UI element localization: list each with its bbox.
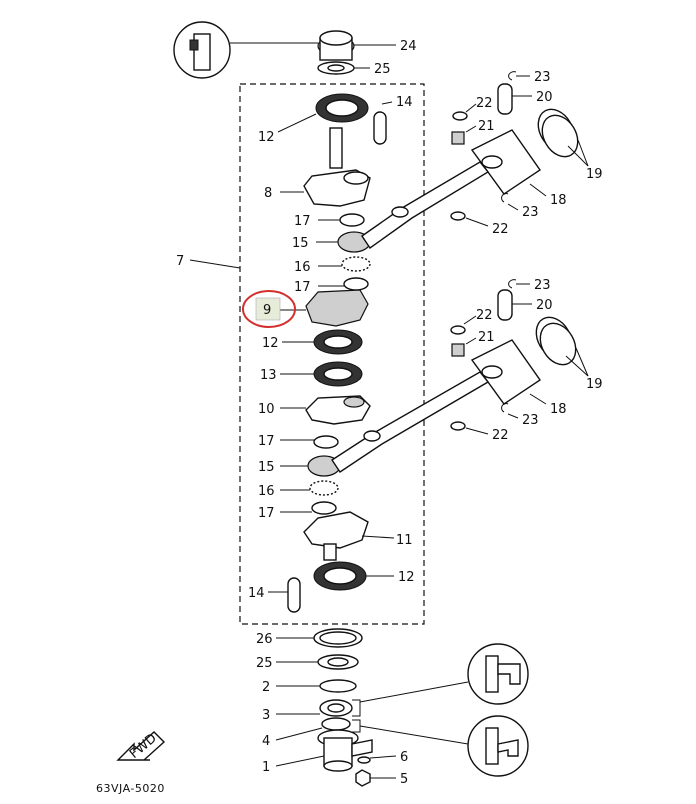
part-22-washer-upper-b (450, 211, 489, 227)
callout-18: 18 (550, 402, 567, 417)
callout-16: 16 (258, 484, 275, 499)
callout-22: 22 (492, 428, 509, 443)
callout-25: 25 (374, 62, 391, 77)
part-21-needle-small-lower (451, 337, 477, 357)
part-18-piston-lower (470, 339, 547, 405)
part-23-circlip-top-upper (508, 71, 530, 81)
part-15-conrod-big-end-upper (316, 231, 371, 253)
callout-4: 4 (262, 734, 270, 749)
callout-7: 7 (176, 254, 184, 269)
part-16-needle-bearing-upper (318, 256, 371, 272)
callout-13: 13 (260, 368, 277, 383)
part-13-bearing-race (280, 361, 363, 387)
callout-1: 1 (262, 760, 270, 775)
part-2-oring (276, 679, 357, 693)
part-20-piston-pin-upper (497, 83, 532, 115)
callout-17: 17 (294, 280, 311, 295)
callout-15: 15 (292, 236, 309, 251)
loupe-bottom-upper-icon (359, 643, 529, 705)
part-19-piston-rings-lower (535, 316, 589, 377)
part-22-washer-upper-a (452, 103, 477, 121)
callout-11: 11 (396, 533, 413, 548)
part-17-washer-d (280, 501, 337, 515)
part-17-washer-a (318, 213, 365, 227)
callout-16: 16 (294, 260, 311, 275)
part-26-gasket (276, 628, 363, 648)
callout-14: 14 (396, 95, 413, 110)
fwd-arrow-icon: FWD (116, 731, 166, 762)
callout-20: 20 (536, 298, 553, 313)
part-3-oil-seal (276, 699, 361, 717)
part-12-bearing-lower (313, 561, 394, 591)
conrod-lower (331, 371, 490, 473)
part-10-crank-web-middle (280, 395, 371, 425)
callout-23: 23 (522, 205, 539, 220)
callout-5: 5 (400, 772, 408, 787)
callout-labels: 24 25 23 14 22 20 12 21 19 18 8 23 17 22… (176, 39, 603, 787)
callout-25: 25 (256, 656, 273, 671)
callout-2: 2 (262, 680, 270, 695)
part-23-circlip-top-lower (508, 279, 530, 289)
callout-12: 12 (262, 336, 279, 351)
part-17-washer-c (280, 435, 339, 449)
callout-10: 10 (258, 402, 275, 417)
callout-21: 21 (478, 330, 495, 345)
callout-19: 19 (586, 377, 603, 392)
callout-9: 9 (263, 303, 271, 318)
callout-21: 21 (478, 119, 495, 134)
callout-8: 8 (264, 186, 272, 201)
part-14-key-lower (268, 577, 301, 613)
callout-19: 19 (586, 167, 603, 182)
part-15-conrod-big-end-lower (280, 455, 341, 477)
part-23-circlip-bottom-upper (501, 193, 519, 211)
part-21-needle-small-upper (451, 125, 477, 145)
callout-23: 23 (534, 278, 551, 293)
part-14-key-upper (373, 101, 393, 145)
loupe-top-icon (173, 21, 318, 79)
part-8-crankshaft-upper (280, 127, 371, 207)
part-12-bearing-middle (282, 329, 363, 355)
callout-12: 12 (258, 130, 275, 145)
callout-24: 24 (400, 39, 417, 54)
callout-17: 17 (294, 214, 311, 229)
diagram-code: 63VJA-5020 (96, 782, 165, 795)
part-23-circlip-bottom-lower (501, 403, 519, 419)
callout-22: 22 (476, 308, 493, 323)
part-25-washer-bottom (276, 654, 359, 670)
part-22-washer-lower-b (450, 421, 489, 435)
callout-18: 18 (550, 193, 567, 208)
callout-23: 23 (534, 70, 551, 85)
callout-17: 17 (258, 506, 275, 521)
callout-20: 20 (536, 90, 553, 105)
callout-6: 6 (400, 750, 408, 765)
callout-3: 3 (262, 708, 270, 723)
part-16-needle-bearing-lower (280, 480, 339, 496)
callout-22: 22 (476, 96, 493, 111)
highlighted-callout-9[interactable]: 9 (242, 290, 296, 328)
part-12-bearing-upper (277, 93, 369, 133)
part-19-piston-rings-upper (537, 108, 589, 167)
crankshaft-assembly-boundary (239, 83, 425, 625)
callout-15: 15 (258, 460, 275, 475)
part-6-washer (357, 755, 397, 764)
part-17-washer-b (318, 277, 369, 291)
callout-14: 14 (248, 586, 265, 601)
part-5-bolt (355, 769, 396, 787)
part-22-washer-lower-a (450, 315, 477, 335)
part-9-crank-web (280, 289, 369, 327)
part-20-piston-pin-lower (497, 289, 532, 321)
callout-23: 23 (522, 413, 539, 428)
conrod-upper (361, 161, 490, 249)
loupe-bottom-lower-icon (359, 715, 529, 777)
part-24-oil-seal (317, 30, 396, 61)
part-18-piston-upper (470, 129, 547, 197)
callout-26: 26 (256, 632, 273, 647)
part-11-crank-lower (303, 511, 395, 561)
callout-22: 22 (492, 222, 509, 237)
callout-12: 12 (398, 570, 415, 585)
part-1-lower-housing (275, 729, 373, 772)
callout-17: 17 (258, 434, 275, 449)
part-25-washer (317, 61, 370, 75)
